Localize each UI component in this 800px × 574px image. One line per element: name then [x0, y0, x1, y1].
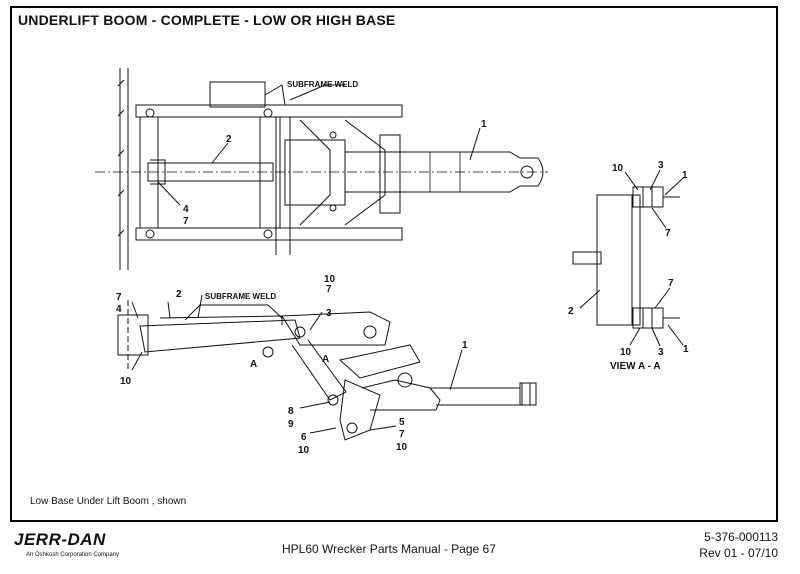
side-callout-7c: 7 [399, 429, 405, 440]
manual-page-label: HPL60 Wrecker Parts Manual - Page 67 [282, 542, 496, 556]
section-callout-7a: 7 [665, 228, 671, 239]
section-callout-7b: 7 [668, 278, 674, 289]
side-callout-7a: 7 [116, 292, 122, 303]
side-callout-9: 9 [288, 419, 294, 430]
top-callout-1: 1 [481, 119, 487, 130]
side-callout-10a: 10 [120, 376, 132, 387]
side-callout-8: 8 [288, 406, 294, 417]
brand-logo: JERR-DAN [14, 530, 106, 549]
section-mark-a-right: A [322, 354, 329, 365]
top-callout-2: 2 [226, 134, 232, 145]
side-view-drawing [117, 294, 537, 441]
revision-label: Rev 01 - 07/10 [699, 546, 778, 560]
top-subframe-label: SUBFRAME WELD [287, 80, 358, 89]
diagram-caption: Low Base Under Lift Boom , shown [30, 496, 187, 507]
side-callout-2: 2 [176, 289, 182, 300]
section-callout-10b: 10 [620, 347, 632, 358]
section-callout-1b: 1 [683, 344, 689, 355]
document-number: 5-376-000113 [704, 530, 778, 544]
page-title: UNDERLIFT BOOM - COMPLETE - LOW OR HIGH … [18, 12, 396, 28]
section-view-label: VIEW A - A [610, 361, 661, 372]
side-callout-6: 6 [301, 432, 307, 443]
side-callout-5: 5 [399, 417, 405, 428]
top-view-drawing [95, 68, 548, 270]
side-callout-4: 4 [116, 304, 122, 315]
page-border [10, 6, 778, 522]
side-callout-10c: 10 [298, 445, 310, 456]
section-callout-2: 2 [568, 306, 574, 317]
section-mark-a-left: A [250, 359, 257, 370]
side-subframe-label: SUBFRAME WELD [205, 292, 276, 301]
section-callout-3a: 3 [658, 160, 664, 171]
side-callout-10b: 10 [324, 274, 336, 285]
section-callout-3b: 3 [658, 347, 664, 358]
top-callout-4: 4 [183, 204, 189, 215]
side-callout-10d: 10 [396, 442, 408, 453]
section-callout-10a: 10 [612, 163, 624, 174]
section-callout-1a: 1 [682, 170, 688, 181]
side-callout-3: 3 [326, 308, 332, 319]
side-callout-7b: 7 [326, 284, 332, 295]
brand-tagline: An Oshkosh Corporation Company [26, 552, 120, 558]
section-view-drawing [572, 169, 684, 347]
top-callout-7: 7 [183, 216, 189, 227]
side-callout-1: 1 [462, 340, 468, 351]
